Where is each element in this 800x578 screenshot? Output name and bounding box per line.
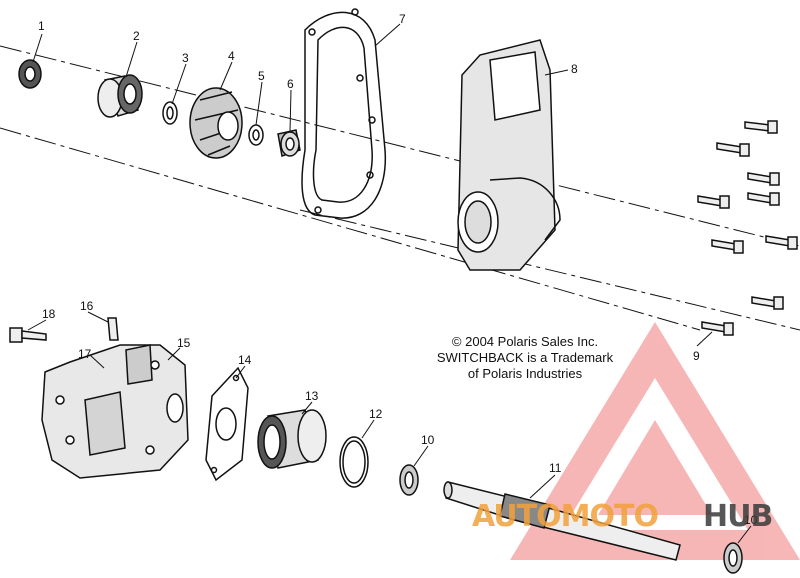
callout-numbers: 1 2 3 4 5 6 7 8 9 18 16 17 15 14 13 12 1… (38, 12, 758, 527)
leader-lines (27, 23, 752, 544)
copyright-line: © 2004 Polaris Sales Inc. (451, 334, 599, 349)
callout-5: 5 (258, 69, 265, 83)
part-4-impeller (189, 87, 243, 159)
callout-8: 8 (571, 62, 578, 76)
callout-14: 14 (238, 353, 252, 367)
callout-15: 15 (177, 336, 191, 350)
callout-16: 16 (80, 299, 94, 313)
copyright-notice: © 2004 Polaris Sales Inc. SWITCHBACK is … (418, 334, 632, 382)
part-13-bushing (257, 409, 327, 469)
part-7-gasket (301, 8, 387, 219)
owner-line: of Polaris Industries (467, 366, 583, 381)
part-8-cover (457, 39, 561, 271)
callout-2: 2 (133, 29, 140, 43)
part-18-bolt (9, 327, 47, 343)
callout-3: 3 (182, 51, 189, 65)
trademark-line: SWITCHBACK is a Trademark (436, 350, 614, 365)
callout-4: 4 (228, 49, 235, 63)
part-9-bolts (697, 120, 798, 336)
callout-6: 6 (287, 77, 294, 91)
callout-13: 13 (305, 389, 319, 403)
part-14-gasket (205, 366, 249, 482)
part-10-washer-lower (723, 542, 743, 574)
callout-11: 11 (549, 461, 562, 475)
part-3-washer (162, 101, 178, 125)
watermark-text-part1: AUTOMOTO (472, 499, 658, 534)
part-10-washer-upper (399, 464, 419, 496)
part-6-nut (277, 129, 301, 157)
watermark-logo: AUTOMOTO HUB (472, 499, 773, 534)
callout-7: 7 (399, 12, 406, 26)
part-16-stud (107, 317, 119, 341)
callout-17: 17 (78, 347, 92, 361)
watermark-text-part2: HUB (703, 499, 772, 534)
callout-10a: 10 (421, 433, 435, 447)
watermark-triangle (510, 322, 800, 560)
callout-18: 18 (42, 307, 56, 321)
part-11-shaft (443, 481, 681, 561)
callout-12: 12 (369, 407, 383, 421)
callout-1: 1 (38, 19, 45, 33)
callout-10b: 10 (744, 513, 758, 527)
part-2-bearing (97, 74, 143, 118)
part-15-pump-housing (41, 344, 189, 479)
part-5-washer (248, 124, 264, 146)
part-12-oring (339, 436, 369, 488)
callout-9: 9 (693, 349, 700, 363)
part-1-seal (18, 59, 42, 89)
